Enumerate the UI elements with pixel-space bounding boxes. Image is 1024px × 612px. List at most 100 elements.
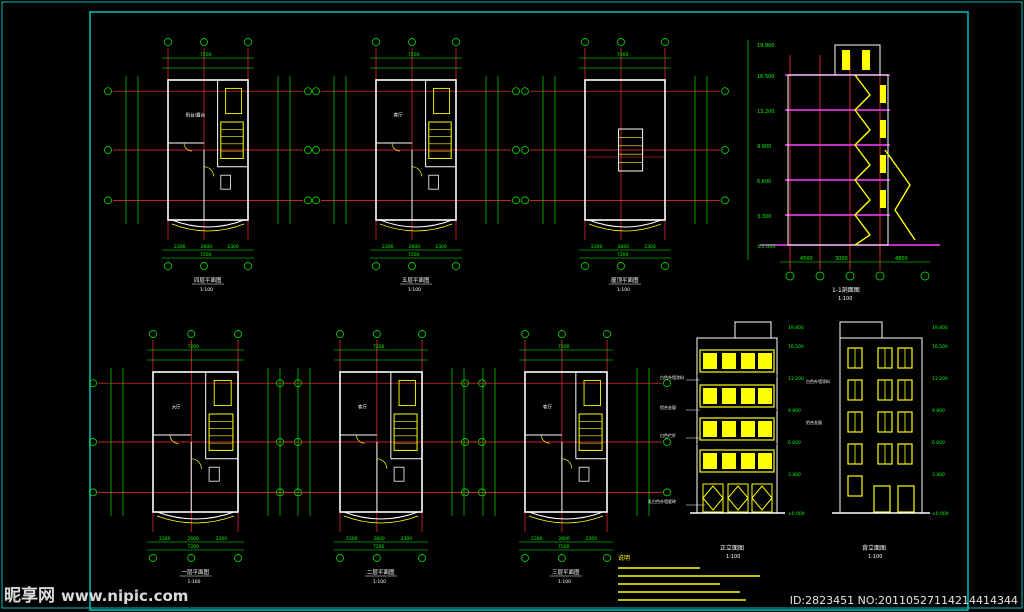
svg-text:7200: 7200	[200, 252, 212, 258]
plan-scale: 1:100	[408, 287, 421, 293]
svg-text:2600: 2600	[409, 244, 421, 250]
svg-text:19.800: 19.800	[788, 325, 804, 331]
svg-text:铝合金窗: 铝合金窗	[660, 404, 676, 410]
back-elevation-scale: 1:100	[868, 554, 882, 560]
section-title: 1-1剖面图	[832, 286, 860, 294]
svg-text:7200: 7200	[617, 52, 629, 58]
svg-text:13.200: 13.200	[757, 109, 775, 115]
svg-text:4500: 4500	[800, 256, 813, 262]
svg-text:2600: 2600	[618, 244, 630, 250]
back-elevation: 19.80016.50013.2009.9006.6003.300±0.000 …	[806, 321, 949, 560]
svg-text:3.300: 3.300	[757, 214, 771, 220]
plan-title: 二层平面图	[367, 568, 395, 576]
svg-text:2600: 2600	[373, 536, 385, 542]
room-label: 客厅	[358, 403, 367, 410]
svg-text:16.500: 16.500	[788, 344, 804, 350]
svg-text:16.500: 16.500	[932, 344, 948, 350]
svg-text:4800: 4800	[895, 256, 908, 262]
svg-text:2300: 2300	[586, 536, 598, 542]
roof-plan: 7200 7200 2300 2600 2300 屋顶平面图 1:100	[521, 38, 729, 293]
front-elevation-scale: 1:100	[726, 554, 740, 560]
svg-text:7200: 7200	[373, 344, 385, 350]
svg-text:2300: 2300	[531, 536, 543, 542]
svg-text:16.500: 16.500	[757, 74, 775, 80]
svg-text:3.300: 3.300	[788, 472, 801, 478]
svg-text:2600: 2600	[201, 244, 213, 250]
design-notes: 说明	[618, 554, 760, 601]
svg-text:6.600: 6.600	[932, 440, 945, 446]
svg-text:7200: 7200	[558, 344, 570, 350]
svg-text:3000: 3000	[835, 256, 848, 262]
svg-text:7200: 7200	[188, 544, 200, 550]
plan-title: 三层平面图	[552, 568, 580, 576]
plan-scale: 1:100	[373, 579, 386, 585]
svg-text:2300: 2300	[435, 244, 447, 250]
svg-text:乳白色外墙瓷砖: 乳白色外墙瓷砖	[648, 498, 676, 504]
svg-text:2300: 2300	[227, 244, 239, 250]
image-id-label: ID:2823451 NO:20110527114214414344	[789, 594, 1018, 607]
svg-text:2300: 2300	[644, 244, 656, 250]
room-label: 客厅	[394, 111, 403, 118]
svg-text:2300: 2300	[159, 536, 171, 542]
plan-scale: 1:100	[188, 579, 201, 585]
svg-text:7200: 7200	[617, 252, 629, 258]
svg-text:7200: 7200	[558, 544, 570, 550]
svg-text:2300: 2300	[591, 244, 603, 250]
inner-frame	[89, 11, 969, 611]
svg-text:2300: 2300	[216, 536, 228, 542]
svg-text:±0.000: ±0.000	[757, 244, 776, 250]
plan-scale: 1:100	[200, 287, 213, 293]
svg-text:13.200: 13.200	[932, 376, 948, 382]
svg-text:7200: 7200	[408, 52, 420, 58]
svg-text:19.800: 19.800	[757, 43, 775, 49]
section-scale: 1:100	[838, 296, 852, 302]
plan-title: 一层平面图	[182, 568, 210, 576]
svg-text:7200: 7200	[188, 344, 200, 350]
front-elevation-title: 正立面图	[720, 544, 744, 552]
svg-text:2600: 2600	[558, 536, 570, 542]
svg-text:±0.000: ±0.000	[932, 511, 949, 517]
section-1-1: 19.800 16.500 13.200 9.900 6.600 3.300 ±…	[747, 40, 940, 302]
plan-title: 四层平面图	[194, 276, 222, 284]
front-elevation: 19.80016.50013.2009.9006.6003.300±0.000 …	[648, 321, 805, 560]
svg-text:2300: 2300	[382, 244, 394, 250]
plan-title: 五层平面图	[402, 276, 430, 284]
watermark-logo: 昵享网 www.nipic.com	[4, 581, 188, 606]
back-elevation-title: 背立面图	[862, 544, 886, 552]
plan-scale: 1:100	[617, 287, 630, 293]
svg-text:2300: 2300	[174, 244, 186, 250]
svg-text:6.600: 6.600	[757, 179, 771, 185]
svg-text:9.900: 9.900	[788, 408, 801, 414]
svg-text:3.300: 3.300	[932, 472, 945, 478]
svg-text:白色栏杆: 白色栏杆	[660, 432, 676, 438]
watermark-brand: 昵享网	[4, 586, 55, 606]
svg-text:7200: 7200	[200, 52, 212, 58]
room-label: 客厅	[543, 403, 552, 410]
svg-text:2600: 2600	[187, 536, 199, 542]
svg-text:19.800: 19.800	[932, 325, 948, 331]
svg-text:13.200: 13.200	[788, 376, 804, 382]
svg-text:2300: 2300	[401, 536, 413, 542]
svg-text:±0.000: ±0.000	[788, 511, 805, 517]
notes-title: 说明	[618, 554, 630, 562]
svg-text:白色外墙涂料: 白色外墙涂料	[806, 378, 830, 384]
svg-text:铝合金窗: 铝合金窗	[806, 419, 822, 425]
plan-title: 屋顶平面图	[611, 276, 639, 284]
svg-text:白色外墙涂料: 白色外墙涂料	[660, 374, 684, 380]
svg-text:9.900: 9.900	[757, 144, 771, 150]
room-label: 阳台/露台	[186, 111, 206, 118]
svg-text:9.900: 9.900	[932, 408, 945, 414]
svg-text:2300: 2300	[346, 536, 358, 542]
svg-text:6.600: 6.600	[788, 440, 801, 446]
room-label: 大厅	[172, 403, 181, 410]
plan-scale: 1:100	[558, 579, 571, 585]
svg-text:7200: 7200	[408, 252, 420, 258]
watermark-site: www.nipic.com	[61, 587, 189, 605]
